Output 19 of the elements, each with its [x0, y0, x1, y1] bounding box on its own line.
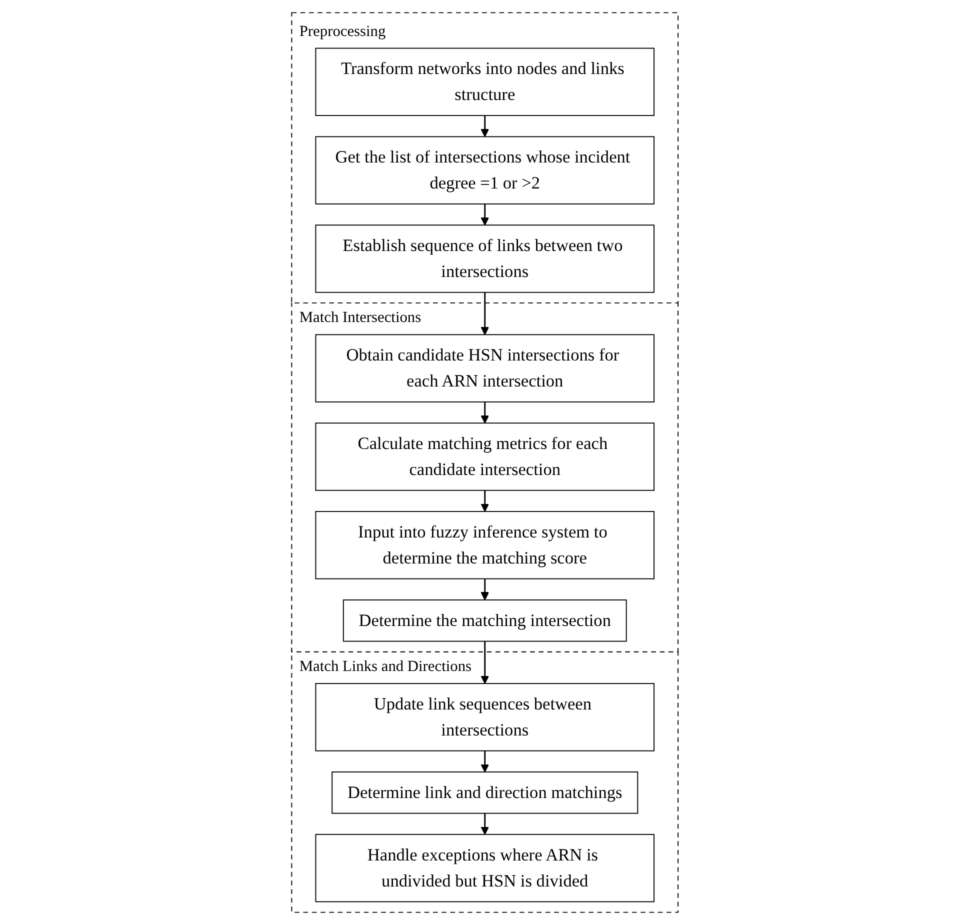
node-box: Handle exceptions where ARN is undivided but HSN is divided	[315, 833, 655, 902]
node-box: Update link sequences between intersections	[315, 682, 655, 751]
node-box: Establish sequence of links between two intersections	[315, 224, 655, 292]
arrow	[480, 640, 490, 684]
arrow	[480, 750, 490, 772]
node-box: Determine link and direction matchings	[332, 771, 638, 814]
node-box: Transform networks into nodes and links structure	[315, 47, 655, 116]
node-box: Determine the matching intersection	[343, 598, 627, 642]
node-box: Calculate matching metrics for each candidate intersection	[315, 422, 655, 490]
arrow	[480, 115, 490, 137]
arrow	[480, 578, 490, 600]
arrow	[480, 203, 490, 225]
arrow	[480, 401, 490, 423]
arrow	[480, 292, 490, 335]
arrow	[480, 490, 490, 512]
arrow	[480, 812, 490, 834]
node-box: Input into fuzzy inference system to determine the matching score	[315, 510, 655, 579]
node-box: Obtain candidate HSN intersections for each ARN intersection	[315, 334, 655, 402]
node-box: Get the list of intersections whose incident degree =1 or >2	[315, 136, 655, 204]
